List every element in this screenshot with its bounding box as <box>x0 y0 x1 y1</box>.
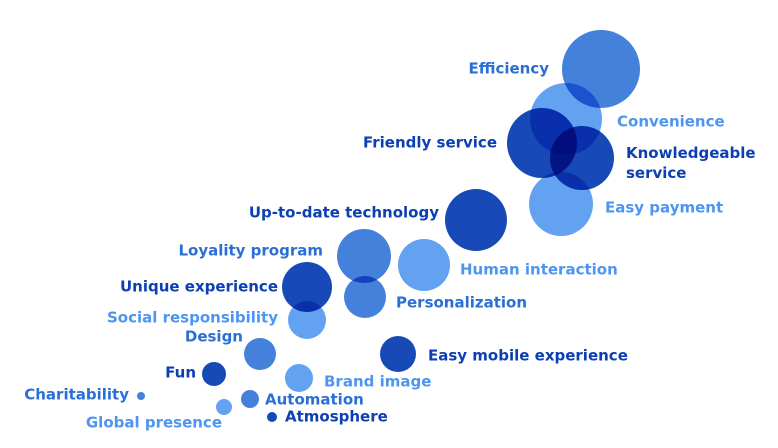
bubble-easy-payment <box>529 172 593 236</box>
bubble-label-loyality-program: Loyality program <box>178 242 323 260</box>
bubble-label-convenience: Convenience <box>617 113 725 131</box>
bubble-label-unique-experience: Unique experience <box>120 278 278 296</box>
bubble-label-charitability: Charitability <box>24 386 129 404</box>
bubble-unique-experience <box>282 262 332 312</box>
bubble-design <box>244 338 276 370</box>
bubble-human-interaction <box>398 239 450 291</box>
bubble-label-easy-mobile-experience: Easy mobile experience <box>428 347 628 365</box>
bubble-label-global-presence: Global presence <box>86 414 222 432</box>
bubble-charitability <box>137 392 145 400</box>
bubble-label-brand-image: Brand image <box>324 373 431 391</box>
bubble-label-efficiency: Efficiency <box>468 60 549 78</box>
bubble-easy-mobile-experience <box>380 336 416 372</box>
bubble-label-up-to-date-technology: Up-to-date technology <box>249 204 439 222</box>
bubble-label-friendly-service: Friendly service <box>363 134 497 152</box>
bubble-label-atmosphere: Atmosphere <box>285 408 388 426</box>
bubble-automation <box>241 390 259 408</box>
bubble-up-to-date-technology <box>445 189 507 251</box>
bubble-personalization <box>344 276 386 318</box>
bubble-label-automation: Automation <box>265 391 364 409</box>
bubble-label-personalization: Personalization <box>396 294 527 312</box>
bubble-social-responsibility <box>288 301 326 339</box>
bubble-label-easy-payment: Easy payment <box>605 199 723 217</box>
bubble-atmosphere <box>267 412 277 422</box>
bubble-global-presence <box>216 399 232 415</box>
bubble-label-human-interaction: Human interaction <box>460 261 618 279</box>
bubble-label-design: Design <box>185 328 243 346</box>
bubble-fun <box>202 362 226 386</box>
bubble-brand-image <box>285 364 313 392</box>
bubble-label-fun: Fun <box>165 364 196 382</box>
bubbles-layer <box>137 30 640 422</box>
bubble-label-social-responsibility: Social responsibility <box>107 309 278 327</box>
bubble-loyality-program <box>337 229 391 283</box>
